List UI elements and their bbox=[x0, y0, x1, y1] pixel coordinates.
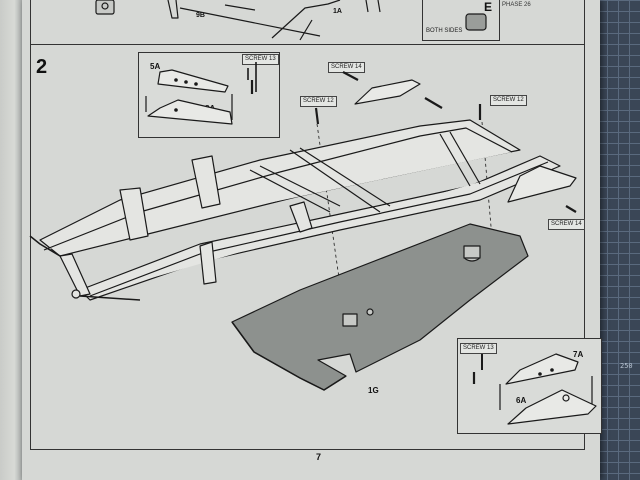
chassis-frame-art bbox=[39, 119, 561, 301]
screw-14-callout-top: SCREW 14 bbox=[328, 62, 365, 73]
both-sides-label: BOTH SIDES bbox=[426, 28, 463, 34]
phase-letter: E bbox=[484, 0, 493, 14]
part-label-9b: 9B bbox=[196, 12, 205, 19]
brackets-6a-7a-art bbox=[472, 353, 597, 425]
part-label-6a: 6A bbox=[516, 396, 527, 405]
part-label-5a: 5A bbox=[150, 62, 161, 71]
step-frame bbox=[30, 44, 585, 450]
screw-13-callout-bottom: SCREW 13 bbox=[460, 343, 497, 354]
screw-14-callout-right: SCREW 14 bbox=[548, 219, 585, 230]
step-number: 2 bbox=[36, 56, 48, 78]
previous-step-art bbox=[95, 0, 487, 41]
part-label-1a: 1A bbox=[333, 8, 342, 15]
left-page-edge bbox=[0, 0, 24, 480]
screw-13-callout-top: SCREW 13 bbox=[242, 54, 279, 65]
screw-12-callout-right: SCREW 12 bbox=[490, 95, 527, 106]
page-number: 7 bbox=[316, 452, 322, 462]
screw-12-callout-left: SCREW 12 bbox=[300, 96, 337, 107]
mat-ruler-label: 250 bbox=[620, 362, 633, 370]
phase-text: PHASE 26 bbox=[502, 2, 531, 8]
part-label-7a: 7A bbox=[573, 350, 584, 359]
phase-reference-box bbox=[422, 0, 500, 41]
part-label-1g: 1G bbox=[368, 386, 379, 395]
brackets-5a-8a-art bbox=[145, 62, 257, 125]
floor-pan-1g-art bbox=[231, 223, 529, 391]
previous-step-panel bbox=[30, 0, 585, 44]
